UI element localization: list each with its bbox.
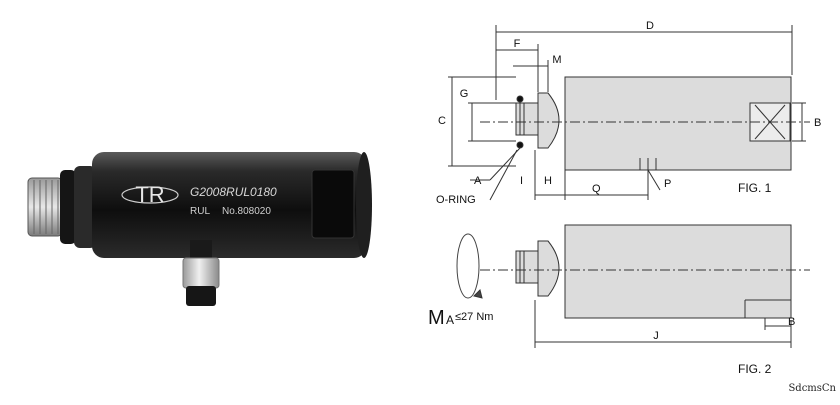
torque-symbol: M — [428, 307, 445, 329]
fig2-part — [515, 224, 792, 319]
dim-Q: Q — [592, 183, 601, 195]
dim-J: J — [653, 330, 659, 342]
rotation-arrow — [456, 233, 483, 299]
main-body — [92, 152, 372, 258]
series-label: RUL — [190, 206, 210, 217]
dim-M: M — [552, 54, 561, 66]
brand-logo: TR — [121, 182, 179, 207]
dim-D: D — [646, 20, 654, 32]
fig1-part — [515, 76, 792, 171]
dim-I: I — [520, 175, 523, 187]
fig2-dimensions — [534, 300, 792, 348]
air-fitting — [182, 240, 220, 306]
dim-B-fig2: B — [788, 316, 795, 328]
dim-G: G — [460, 88, 469, 100]
fig1-dimensions — [448, 25, 806, 201]
dim-A: A — [474, 175, 482, 187]
logo-text: TR — [135, 182, 164, 207]
oring-mark-bottom — [516, 141, 524, 149]
torque-value: ≤27 Nm — [455, 311, 493, 323]
dim-P: P — [664, 178, 671, 190]
oring-mark-top — [516, 95, 524, 103]
dim-B-fig1: B — [814, 117, 821, 129]
dim-F: F — [514, 38, 521, 50]
dim-C: C — [438, 115, 446, 127]
torque-subscript: A — [446, 313, 454, 327]
dim-H: H — [544, 175, 552, 187]
watermark: SdcmsCn — [788, 383, 836, 394]
product-photo: TR G2008RUL0180 RUL No.808020 — [0, 0, 420, 400]
thread-connector — [27, 166, 96, 248]
oring-label: O-RING — [436, 194, 476, 206]
fig1-caption: FIG. 1 — [738, 181, 772, 195]
fig2-caption: FIG. 2 — [738, 362, 772, 376]
model-number: G2008RUL0180 — [190, 185, 277, 199]
serial-number: No.808020 — [222, 206, 271, 217]
technical-drawing: D F M C G B A I H Q P O-RING FIG. 1 J B … — [420, 0, 840, 400]
